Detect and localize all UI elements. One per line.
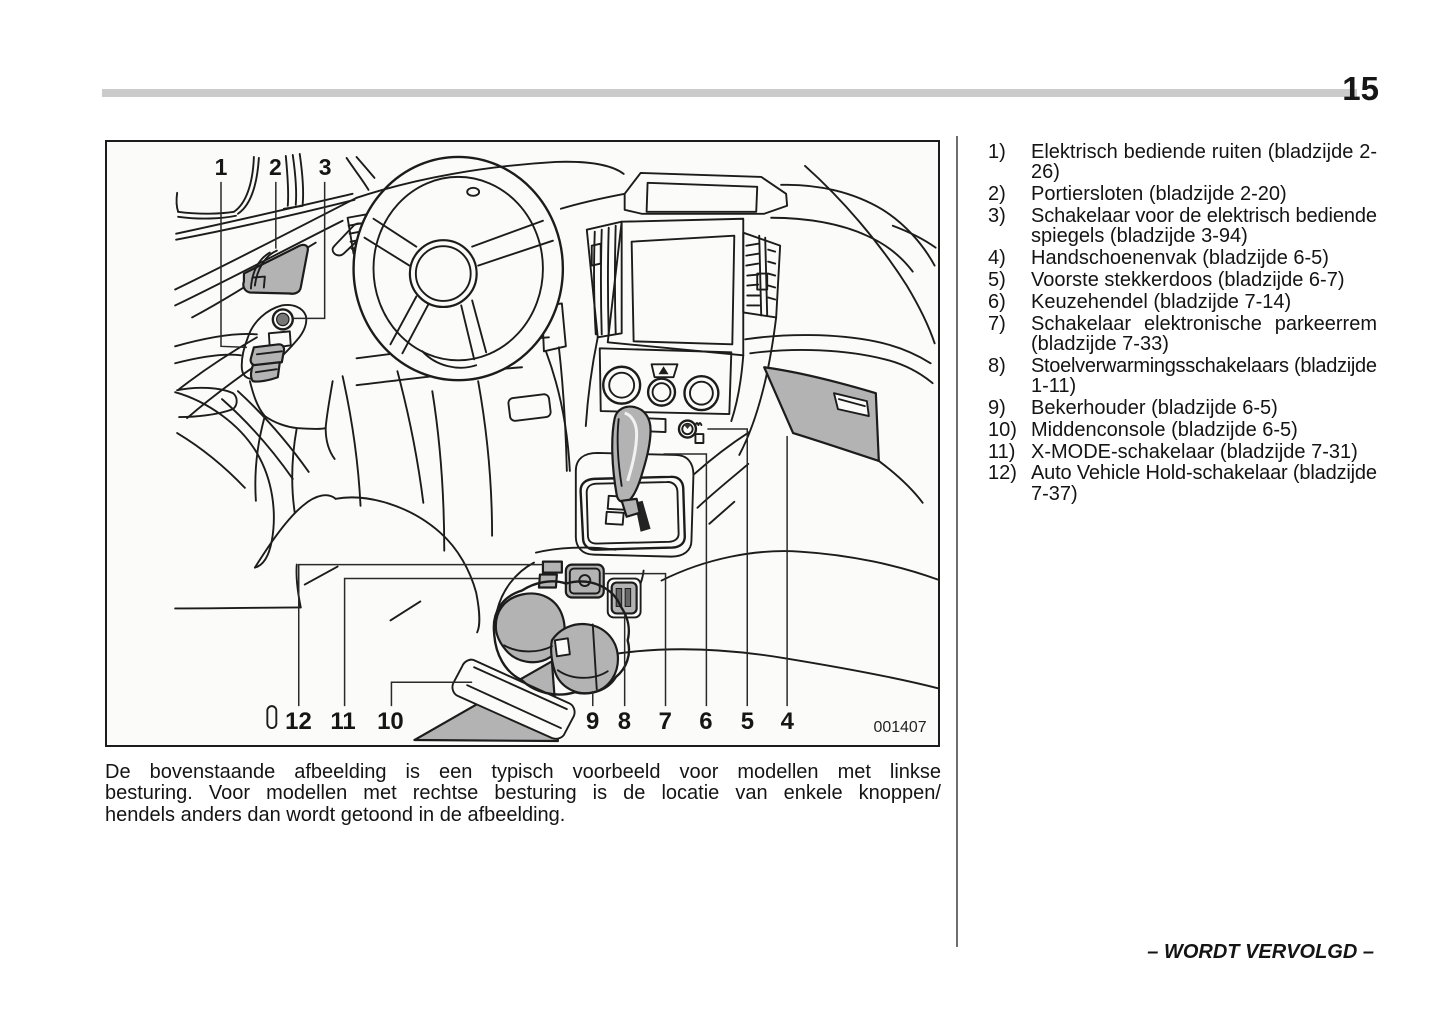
svg-text:001407: 001407 — [873, 719, 926, 736]
svg-text:8: 8 — [618, 708, 631, 735]
svg-text:1: 1 — [215, 154, 228, 180]
svg-text:9: 9 — [586, 708, 599, 735]
svg-text:5: 5 — [741, 708, 754, 735]
svg-text:4: 4 — [781, 708, 795, 735]
svg-text:7: 7 — [659, 708, 672, 735]
svg-text:2: 2 — [269, 154, 282, 180]
svg-text:11: 11 — [330, 708, 355, 735]
svg-text:10: 10 — [377, 708, 404, 735]
svg-text:6: 6 — [699, 708, 712, 735]
svg-text:12: 12 — [285, 708, 312, 735]
svg-text:3: 3 — [319, 154, 332, 180]
